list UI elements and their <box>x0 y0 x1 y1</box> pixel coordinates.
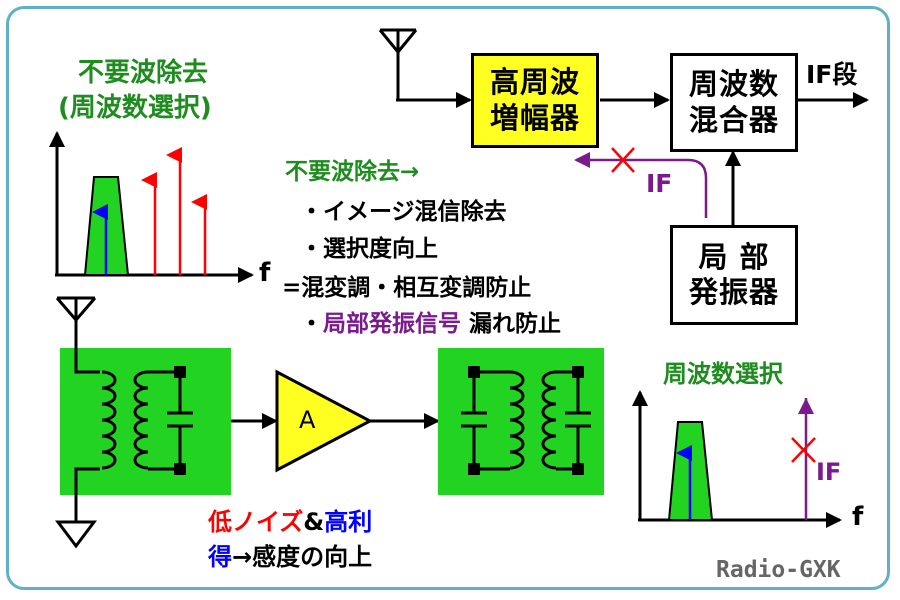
if-leak-path <box>574 152 708 218</box>
secondary-coil <box>133 370 149 470</box>
top-spectrum-f-label: f <box>259 258 271 288</box>
rf-amplifier-block: 高周波 増幅器 <box>471 53 599 148</box>
bottom-if-label: IF <box>816 458 842 486</box>
notes-item-intermod: =混変調・相互変調防止 <box>282 275 532 301</box>
watermark: Radio-GXK <box>716 557 841 583</box>
notes-item-image-rejection: ・イメージ混信除去 <box>300 199 507 225</box>
input-filter <box>60 348 231 495</box>
bottom-if-blocked-cross <box>791 437 816 463</box>
amplifier-label: A <box>299 406 316 434</box>
mixer-label-line2: 混合器 <box>688 102 779 137</box>
if-output-label: IF段 <box>806 60 858 89</box>
amplifier-symbol <box>275 369 374 473</box>
top-filter-title-line1: 不要波除去 <box>78 58 209 88</box>
if-leak-blocked-cross <box>611 147 635 173</box>
bottom-spectrum <box>632 390 842 528</box>
caption-line1: 低ノイズ&高利 <box>208 510 372 534</box>
local-oscillator-block: 局 部 発振器 <box>670 225 798 325</box>
local-oscillator-label-line1: 局 部 <box>698 239 770 274</box>
notes-item-lo-leak-signal: 局部発振信号 <box>323 311 461 337</box>
diagram-frame <box>6 6 890 590</box>
notes-item-lo-leak-rest: 漏れ防止 <box>461 311 562 337</box>
caption-sensitivity: →感度の向上 <box>232 543 373 571</box>
caption-low-noise: 低ノイズ <box>208 508 304 536</box>
local-oscillator-label-line2: 発振器 <box>688 275 779 309</box>
top-spectrum <box>49 131 254 283</box>
caption-high-gain-1: 高利 <box>324 508 373 536</box>
caption-ampersand: & <box>303 508 325 536</box>
primary-coil <box>101 370 117 470</box>
caption-high-gain-2: 得 <box>208 543 232 571</box>
top-antenna <box>378 28 418 100</box>
notes-item-lo-leak-bullet: ・ <box>300 311 323 337</box>
bottom-antenna <box>55 296 97 348</box>
rf-amplifier-label-line1: 高周波 <box>489 65 580 100</box>
rf-amplifier-label-line2: 増幅器 <box>489 100 580 135</box>
notes-heading: 不要波除去→ <box>285 159 420 185</box>
if-leak-label: IF <box>646 169 673 198</box>
bottom-filter-title: 周波数選択 <box>663 360 783 388</box>
top-filter-title-line2: (周波数選択) <box>58 93 212 123</box>
mixer-block: 周波数 混合器 <box>670 53 798 152</box>
notes-item-selectivity: ・選択度向上 <box>300 236 438 262</box>
notes-item-lo-leak: ・局部発振信号 漏れ防止 <box>300 313 561 336</box>
bottom-spectrum-f-label: f <box>852 502 864 532</box>
mixer-label-line1: 周波数 <box>688 67 779 102</box>
ground-symbol <box>55 495 97 549</box>
output-filter <box>438 348 604 495</box>
caption-line2: 得→感度の向上 <box>208 545 372 569</box>
